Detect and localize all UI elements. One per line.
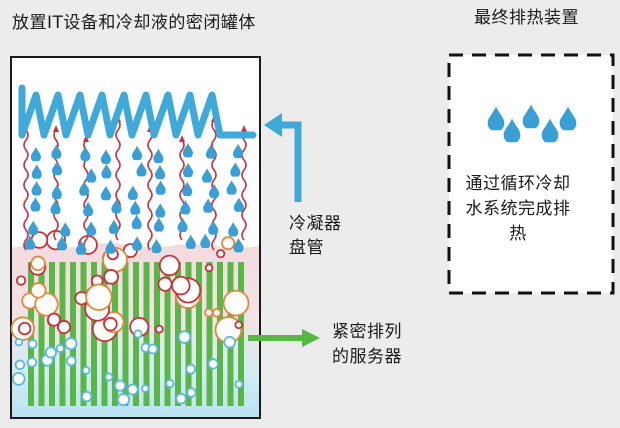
vapor-bubble-icon <box>17 321 32 336</box>
vapor-rise-line <box>115 119 121 241</box>
cold-return-arrowhead <box>264 113 282 137</box>
vapor-bubble-icon <box>158 254 181 277</box>
server-blade <box>49 262 55 406</box>
condenser-coil <box>18 84 257 139</box>
vapor-bubble-icon <box>11 371 26 386</box>
vapor-bubble-icon <box>211 308 222 318</box>
vapor-bubble-icon <box>204 263 214 273</box>
vapor-bubble-icon <box>177 330 192 344</box>
vapor-rise-line <box>147 129 153 251</box>
vapor-bubble-icon <box>81 390 93 403</box>
server-blade <box>38 262 45 406</box>
vapor-bubble-icon <box>85 283 113 311</box>
server-blade <box>80 262 87 406</box>
vapor-bubble-icon <box>56 320 72 335</box>
vapor-bubble-icon <box>185 363 197 375</box>
heat-sink-description: 通过循环冷却水系统完成排热 <box>465 174 571 244</box>
vapor-arrowhead <box>241 125 247 132</box>
server-pointer-arrowhead <box>302 329 320 347</box>
vapor-bubble-icon <box>165 378 175 389</box>
vapor-bubble-icon <box>204 307 214 318</box>
vapor-arrowhead <box>83 135 89 142</box>
vapor-bubble-icon <box>141 384 150 393</box>
vapor-bubble-icon <box>104 372 114 382</box>
vapor-bubble-icon <box>55 343 65 354</box>
vapor-bubble-group <box>10 230 250 407</box>
server-blade <box>154 262 160 406</box>
vapor-bubble-icon <box>15 275 27 286</box>
heat-sink-box <box>447 53 615 295</box>
vapor-bubble-icon <box>223 335 236 349</box>
vapor-bubble-icon <box>133 329 143 339</box>
vapor-bubble-icon <box>103 316 118 332</box>
sealed-tank <box>10 56 261 419</box>
vapor-bubble-icon <box>30 282 47 299</box>
vapor-bubble-icon <box>14 338 24 347</box>
condenser-coil-label: 冷凝器 盘管 <box>289 214 342 258</box>
vapor-bubble-icon <box>44 346 57 359</box>
vapor-bubble-icon <box>103 269 119 285</box>
server-blade <box>175 262 181 406</box>
vapor-rise-line <box>241 129 247 241</box>
vapor-bubble-icon <box>14 359 26 371</box>
server-blade <box>143 262 150 406</box>
server-blade <box>122 262 129 406</box>
vapor-bubble-icon <box>234 320 243 330</box>
vapor-bubble-icon <box>116 393 130 407</box>
vapor-bubble-icon <box>47 312 62 327</box>
vapor-bubble-icon <box>221 236 236 251</box>
vapor-arrowhead <box>179 135 185 142</box>
vapor-bubble-icon <box>65 355 77 367</box>
vapor-arrowhead <box>53 125 59 132</box>
vapor-rise-line <box>23 119 29 251</box>
vapor-bubble-icon <box>26 357 38 368</box>
vapor-bubble-icon <box>234 379 244 389</box>
cold-return-arrow <box>280 121 302 202</box>
vapor-bubble-icon <box>126 383 139 396</box>
tank-title: 放置IT设备和冷却液的密闭罐体 <box>12 13 256 33</box>
vapor-bubble-icon <box>171 275 191 296</box>
vapor-bubble-icon <box>64 337 78 351</box>
server-blade <box>70 262 76 406</box>
vapor-bubble-icon <box>175 392 187 405</box>
vapor-bubble-icon <box>154 324 164 334</box>
servers-label: 紧密排列 的服务器 <box>332 322 402 367</box>
server-blade <box>59 262 66 406</box>
server-blade <box>164 262 171 406</box>
vapor-bubble-icon <box>114 379 127 392</box>
vapor-bubble-icon <box>222 289 250 317</box>
vapor-bubble-icon <box>186 387 197 398</box>
vapor-bubble-icon <box>216 249 226 259</box>
heat-sink-title: 最终排热装置 <box>474 8 579 28</box>
vapor-bubble-icon <box>34 292 59 317</box>
vapor-bubble-icon <box>30 255 46 272</box>
server-blade <box>196 262 202 406</box>
vapor-bubble-icon <box>157 276 173 292</box>
vapor-bubble-icon <box>207 358 219 370</box>
vapor-bubble-icon <box>81 366 91 375</box>
server-blade <box>206 262 213 406</box>
vapor-bubble-icon <box>147 343 159 355</box>
vapor-bubble-icon <box>27 339 38 350</box>
